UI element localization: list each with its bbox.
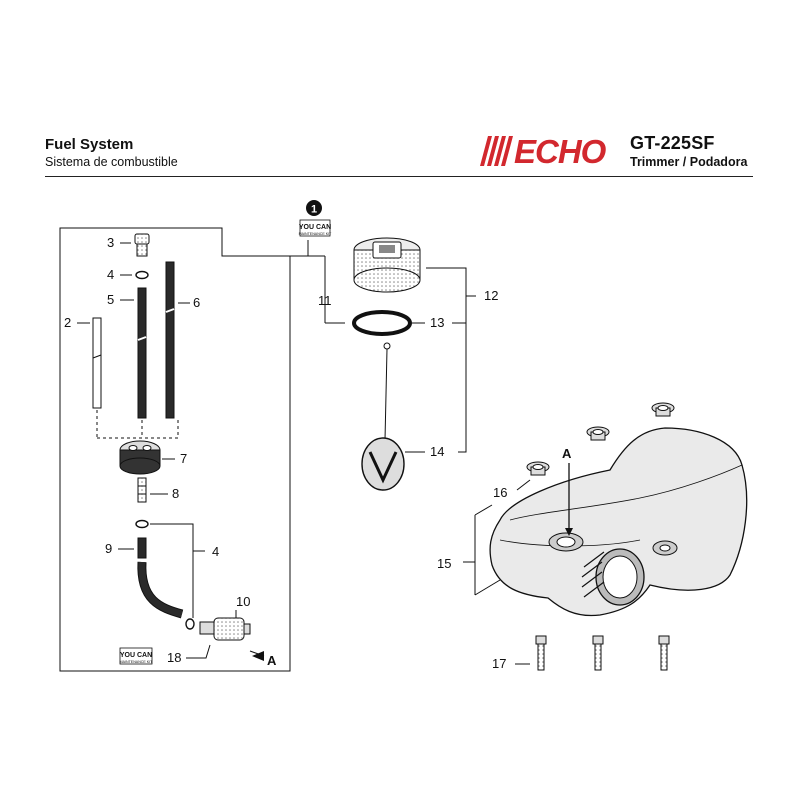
model-number: GT-225SF	[630, 133, 715, 153]
part-8-fitting	[137, 477, 147, 503]
maintenance-kit-callout-1: 1 YOU CAN MAINTENANCE KIT	[299, 200, 333, 237]
callout-16: 16	[493, 485, 507, 500]
part-17-screws	[535, 635, 670, 671]
part-13-gasket	[352, 310, 412, 336]
model-description: Trimmer / Podadora	[630, 155, 748, 169]
kit-badge-line2: MAINTENANCE KIT	[299, 232, 333, 236]
callout-14: 14	[430, 444, 444, 459]
part-4-oring	[135, 270, 149, 280]
group-bracket	[59, 227, 291, 672]
callout-12: 12	[484, 288, 498, 303]
callout-10: 10	[236, 594, 250, 609]
part-7-grommet	[119, 440, 161, 475]
callout-2: 2	[64, 315, 71, 330]
callout-6: 6	[193, 295, 200, 310]
page-title: Fuel System	[45, 136, 134, 153]
callout-8: 8	[172, 486, 179, 501]
callout-9: 9	[105, 541, 112, 556]
callout-17: 17	[492, 656, 506, 671]
callout-3: 3	[107, 235, 114, 250]
part-9-tube	[137, 537, 147, 559]
svg-text:ECHO: ECHO	[514, 136, 607, 166]
kit-badge-18-line2: MAINTENANCE KIT	[120, 660, 154, 664]
page-subtitle: Sistema de combustible	[45, 155, 178, 169]
part-10-fuel-filter	[199, 617, 251, 641]
reference-a-left: A	[267, 653, 277, 668]
part-3-fitting	[134, 233, 150, 257]
callout-15: 15	[437, 556, 451, 571]
part-14-tether	[361, 342, 405, 491]
part-11-fuel-cap	[353, 237, 421, 293]
logo-stripes	[480, 136, 513, 166]
part-6-fuel-line	[165, 261, 175, 419]
callout-7: 7	[180, 451, 187, 466]
callout-1: 1	[311, 204, 317, 216]
header-rule	[45, 176, 753, 177]
part-4-oring-lower	[135, 519, 149, 529]
part-16-grommets	[526, 402, 675, 476]
callout-13: 13	[430, 315, 444, 330]
part-15-fuel-tank	[489, 427, 748, 617]
callout-11: 11	[318, 293, 332, 308]
callout-5: 5	[107, 292, 114, 307]
callout-4a: 4	[107, 267, 114, 282]
part-2-tube	[92, 317, 102, 409]
part-5-fuel-line	[137, 287, 147, 419]
kit-badge-18-line1: YOU CAN	[120, 652, 152, 659]
kit-badge-line1: YOU CAN	[299, 224, 331, 231]
callout-4b: 4	[212, 544, 219, 559]
callout-18: 18	[167, 650, 181, 665]
maintenance-kit-badge-18: YOU CAN MAINTENANCE KIT	[119, 647, 154, 665]
reference-a-tank: A	[562, 446, 572, 461]
echo-logo: ECHO	[480, 133, 622, 170]
reference-arrow-a	[252, 651, 264, 661]
